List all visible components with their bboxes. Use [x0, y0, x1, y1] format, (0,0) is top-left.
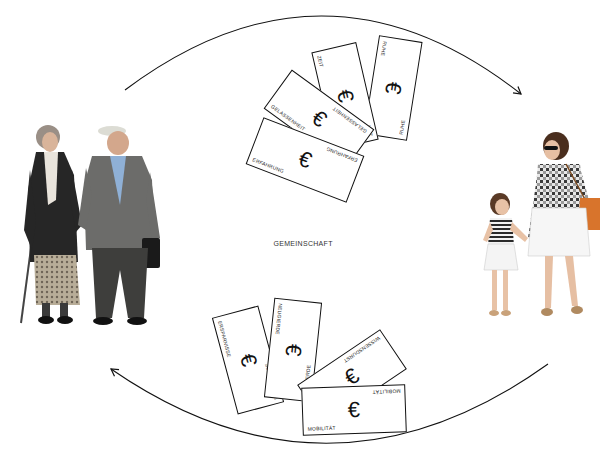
note-word: MOBILITÄT	[308, 425, 336, 432]
note-word: ERSPARNISSE	[217, 320, 232, 358]
note-word: ZEIT	[316, 55, 324, 68]
banknote: MOBILITÄT€MOBILITÄT	[301, 384, 407, 436]
center-label: GEMEINSCHAFT	[274, 240, 333, 247]
note-word: ERFAHRUNG	[252, 156, 285, 174]
note-word: RUHE	[398, 120, 406, 136]
note-word: NEUGIERDE	[275, 303, 284, 335]
note-word: RUHE	[380, 41, 388, 57]
note-word: WISSENSDURST	[343, 335, 382, 364]
euro-symbol: €	[303, 395, 406, 425]
elderly-woman	[21, 125, 82, 324]
elderly-man	[78, 126, 160, 325]
euro-symbol: €	[372, 38, 413, 139]
girl	[483, 193, 528, 316]
note-word: MOBILITÄT	[372, 388, 400, 395]
mother	[528, 132, 600, 316]
